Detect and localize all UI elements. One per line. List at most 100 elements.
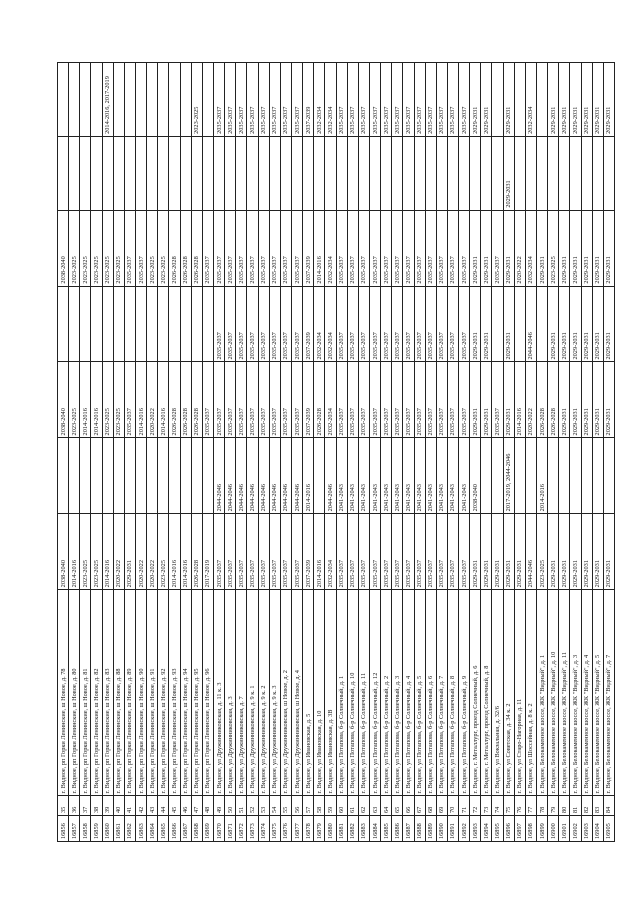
table-cell: 2035-2037	[391, 362, 403, 438]
table-cell	[124, 437, 136, 514]
table-cell: 16857	[68, 815, 80, 842]
table-cell: 2035-2037	[414, 286, 426, 362]
table-cell: 2041-2043	[414, 437, 426, 514]
table-cell: 2023-2025	[68, 362, 80, 438]
table-cell: 16863	[135, 815, 147, 842]
table-cell: 2035-2037	[458, 362, 470, 438]
table-cell	[246, 136, 259, 211]
table-cell	[558, 136, 570, 211]
table-cell: 2035-2037	[425, 286, 437, 362]
table-cell: 2035-2037	[447, 362, 459, 438]
table-cell: 55	[280, 795, 292, 816]
table-cell	[68, 286, 80, 362]
table-cell: 2014-2016	[168, 513, 181, 590]
table-cell: г. Видное, ул Шоссейная, д. 8 к. 2	[525, 589, 537, 796]
table-cell: 40	[113, 795, 125, 816]
table-cell	[514, 62, 526, 137]
table-cell: 2029-2031	[480, 362, 492, 438]
table-cell	[313, 437, 325, 514]
table-cell: 2035-2037	[213, 362, 225, 438]
table-cell: 38	[90, 795, 103, 816]
table-cell	[592, 437, 604, 514]
table-cell: 2029-2031	[469, 362, 481, 438]
table-cell: 2029-2031	[603, 210, 615, 287]
table-cell: 2020-2022	[135, 513, 147, 590]
table-cell: 2014-2016	[180, 513, 192, 590]
table-cell: 2026-2028	[313, 362, 325, 438]
table-cell	[57, 136, 69, 211]
table-cell: 16898	[525, 815, 537, 842]
table-cell: 2035-2037	[402, 210, 414, 287]
table-cell: 2035-2037	[414, 210, 426, 287]
table-cell: 2035-2037	[380, 210, 392, 287]
table-cell	[436, 136, 448, 211]
table-cell: 78	[536, 795, 548, 816]
table-cell: г. Видное, ул Дружинниковская, д. 9 к. 3	[269, 589, 281, 796]
table-cell	[525, 136, 537, 211]
table-cell: 16885	[380, 815, 392, 842]
table-cell: г. Видное, ул Вокзальная, д. 32/6	[491, 589, 504, 796]
table-cell: 2032-2034	[525, 210, 537, 287]
table-cell: 16891	[447, 815, 459, 842]
table-cell	[469, 136, 481, 211]
table-cell: 2029-2031	[592, 362, 604, 438]
table-cell	[168, 286, 181, 362]
table-cell	[302, 136, 314, 211]
table-cell: 2035-2037	[202, 210, 214, 287]
table-cell: 36	[68, 795, 80, 816]
table-cell: 45	[168, 795, 181, 816]
table-cell: 2044-2046	[280, 437, 292, 514]
table-cell: 2035-2037	[347, 62, 359, 137]
table-cell: г. Видное, ул Дружинниковская, д. 11 к. …	[213, 589, 225, 796]
table-cell: 48	[202, 795, 214, 816]
table-cell: 2041-2043	[402, 437, 414, 514]
table-cell: г. Видное, ул Потапова, б-р Солнечный, д…	[425, 589, 437, 796]
table-cell: 2035-2037	[246, 62, 259, 137]
table-cell	[102, 286, 114, 362]
table-cell: 2035-2037	[491, 362, 504, 438]
table-cell: г. Видное, ул Дружинниковская, д. 7	[235, 589, 247, 796]
table-cell	[90, 437, 103, 514]
table-cell: 2032-2034	[324, 286, 337, 362]
table-cell: 67	[414, 795, 426, 816]
table-cell: 2038-2040	[57, 362, 69, 438]
table-cell: 59	[324, 795, 337, 816]
table-cell: 2035-2037	[336, 513, 348, 590]
table-cell: 2035-2037	[280, 513, 292, 590]
table-cell: 2020-2022	[146, 362, 158, 438]
table-cell: 2029-2031	[503, 362, 515, 438]
table-cell: г. Видное, Белокаменное шоссе, ЖК "Видны…	[603, 589, 615, 796]
table-cell: 2035-2037	[358, 362, 370, 438]
table-cell: г. Видное, рп Горки Ленинские, ш Новое, …	[180, 589, 192, 796]
table-cell: 2023-2025	[113, 362, 125, 438]
table-cell: 2035-2037	[280, 62, 292, 137]
table-cell	[369, 136, 381, 211]
table-cell: 16881	[336, 815, 348, 842]
table-cell: 16879	[313, 815, 325, 842]
table-cell	[191, 437, 203, 514]
table-cell: 16894	[480, 815, 492, 842]
table-cell: 2014-2016	[313, 513, 325, 590]
table-cell	[180, 62, 192, 137]
table-cell	[168, 136, 181, 211]
table-cell: г. Видное, рп Горки Ленинские, ш Новое, …	[157, 589, 169, 796]
table-cell: 2023-2025	[68, 210, 80, 287]
table-cell: 2029-2031	[469, 210, 481, 287]
table-cell: 74	[491, 795, 504, 816]
table-cell: г. Видное, ул Ивановская, д. 10	[313, 589, 325, 796]
table-cell: г. Видное, ул Потапова, б-р Солнечный, д…	[402, 589, 414, 796]
table-cell: 2023-2025	[157, 210, 169, 287]
table-cell: 2026-2028	[168, 210, 181, 287]
table-cell: 16880	[324, 815, 337, 842]
table-cell: 16896	[503, 815, 515, 842]
table-cell	[202, 62, 214, 137]
table-cell: 75	[503, 795, 515, 816]
table-cell: 2035-2037	[291, 362, 303, 438]
table-cell: 2035-2037	[269, 62, 281, 137]
table-cell	[425, 136, 437, 211]
